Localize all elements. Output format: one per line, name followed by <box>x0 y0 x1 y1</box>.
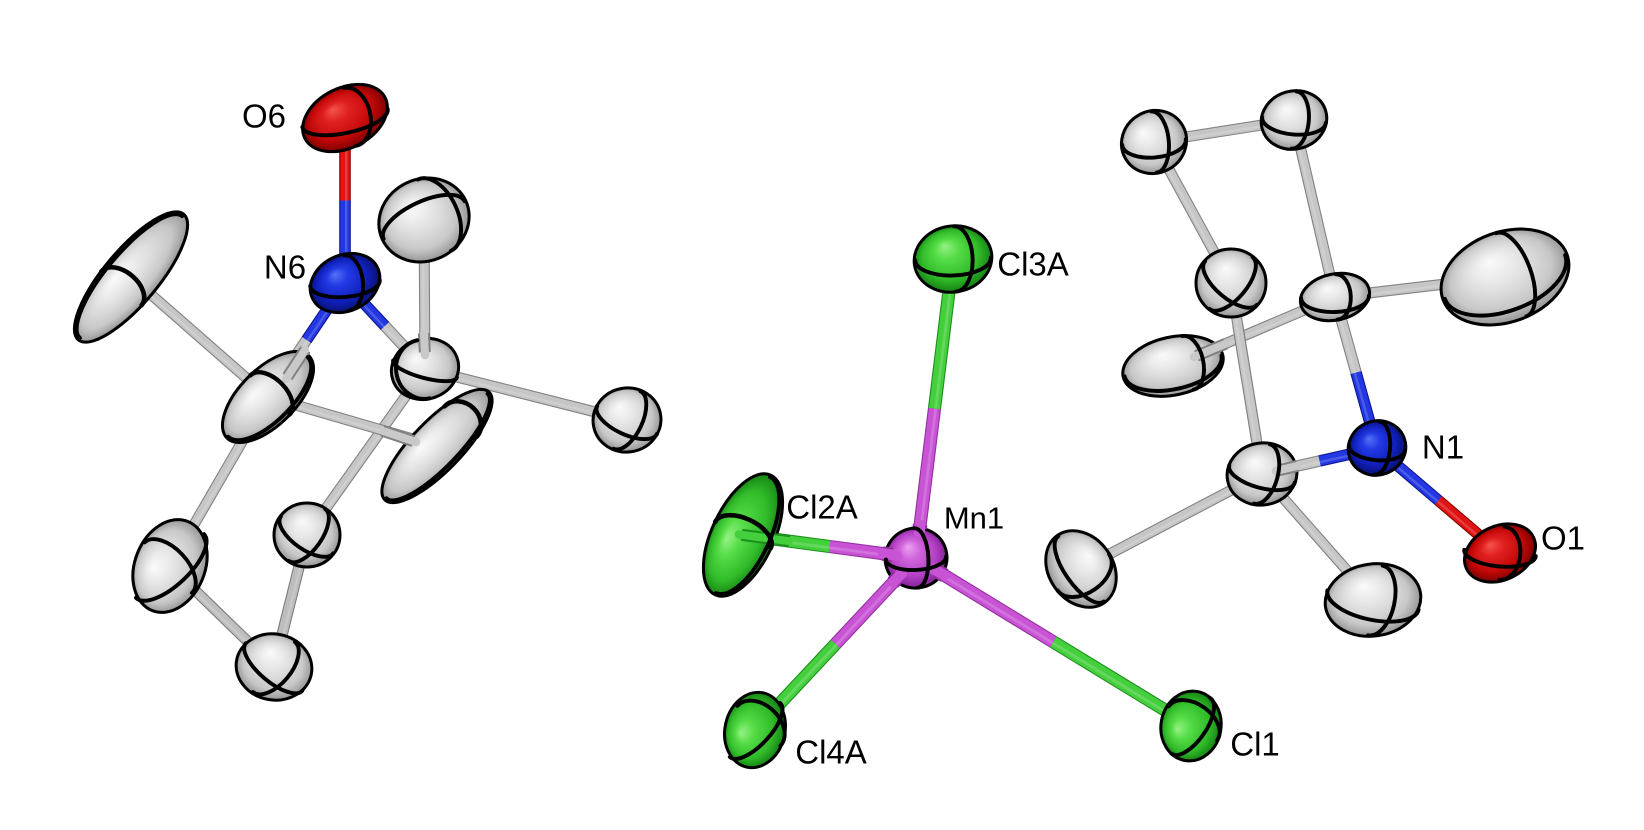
svg-text:Cl4A: Cl4A <box>795 734 867 771</box>
svg-text:Cl1: Cl1 <box>1230 726 1280 763</box>
svg-text:N1: N1 <box>1422 429 1464 466</box>
svg-text:Cl3A: Cl3A <box>997 246 1069 283</box>
svg-text:O6: O6 <box>242 98 286 135</box>
svg-text:Mn1: Mn1 <box>944 501 1004 536</box>
svg-text:O1: O1 <box>1541 520 1585 557</box>
svg-text:Cl2A: Cl2A <box>786 489 858 526</box>
svg-text:N6: N6 <box>264 249 306 286</box>
